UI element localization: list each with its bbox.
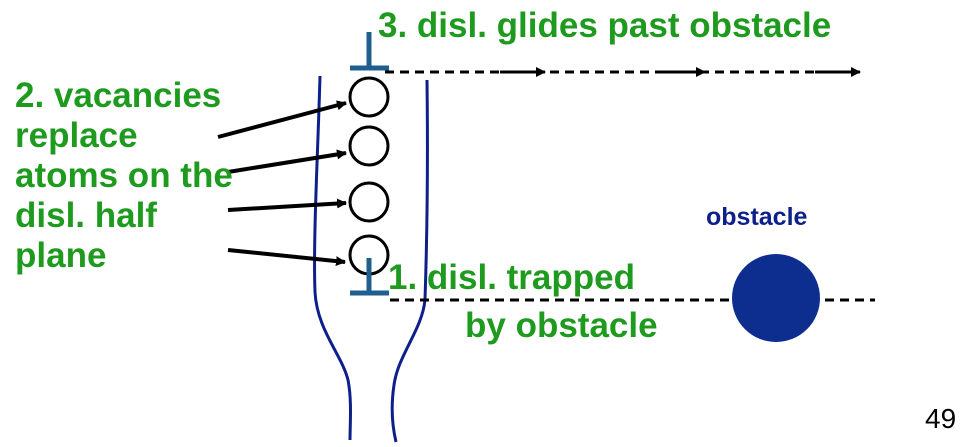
step2-line: 2. vacancies: [15, 76, 222, 115]
step2-line: disl. half: [15, 196, 157, 235]
vacancy-circle: [348, 181, 390, 223]
page-number: 49: [925, 403, 957, 434]
vacancy-circle: [348, 125, 390, 167]
step3-label: 3. disl. glides past obstacle: [378, 6, 832, 45]
obstacle-particle: [732, 254, 820, 342]
obstacle-label: obstacle: [706, 203, 808, 231]
dislocation-symbol-top: [350, 32, 389, 71]
dislocation-symbol-bottom: [350, 258, 389, 296]
step2-line: plane: [15, 236, 107, 275]
step2-line: atoms on the: [15, 156, 233, 195]
pointer-arrow: [227, 149, 347, 174]
vacancy-circle: [348, 76, 390, 118]
left-boundary-line: [313, 75, 352, 441]
step2-label: 2. vacancies replace atoms on the disl. …: [15, 76, 233, 276]
pointer-arrow: [227, 198, 347, 212]
pointer-arrow: [217, 100, 347, 139]
step1-label-line2: by obstacle: [465, 306, 658, 345]
pointer-arrow: [227, 248, 346, 267]
step2-line: replace: [15, 116, 138, 155]
step1-label-line1: 1. disl. trapped: [388, 258, 635, 297]
right-boundary-line: [390, 79, 429, 443]
